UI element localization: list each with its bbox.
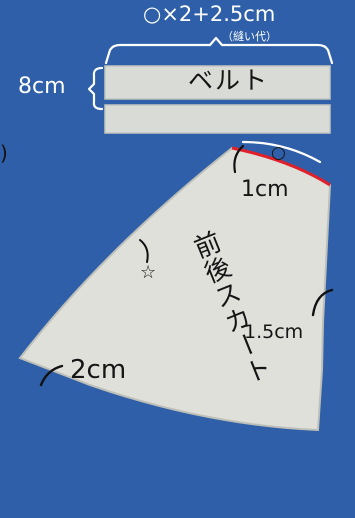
belt-height-label: 8cm xyxy=(18,74,66,99)
belt-label: ベルト xyxy=(188,66,270,95)
hem-seam-mark xyxy=(39,364,64,387)
side-seam-label: 1.5cm xyxy=(244,321,304,343)
belt-height-brace xyxy=(87,66,104,111)
hem-seam-label: 2cm xyxy=(70,355,127,385)
edge-bracket: ) xyxy=(0,141,8,165)
belt-width-brace xyxy=(104,36,334,65)
waist-seam-mark xyxy=(233,144,245,174)
hem-star-symbol: ☆ xyxy=(140,262,157,283)
belt-strip-bottom xyxy=(104,104,331,134)
waist-measure-arc xyxy=(241,140,322,164)
belt-seam-note: （縫い代） xyxy=(222,30,277,43)
side-seam-mark xyxy=(311,288,334,317)
belt-width-formula: ○×2+2.5cm xyxy=(143,2,276,26)
star-corner-mark xyxy=(139,239,149,263)
belt-strip-top xyxy=(104,65,331,100)
waist-symbol: ○ xyxy=(271,143,286,163)
waist-seam-label: 1cm xyxy=(241,177,289,202)
waist-seam-arc xyxy=(231,146,331,187)
